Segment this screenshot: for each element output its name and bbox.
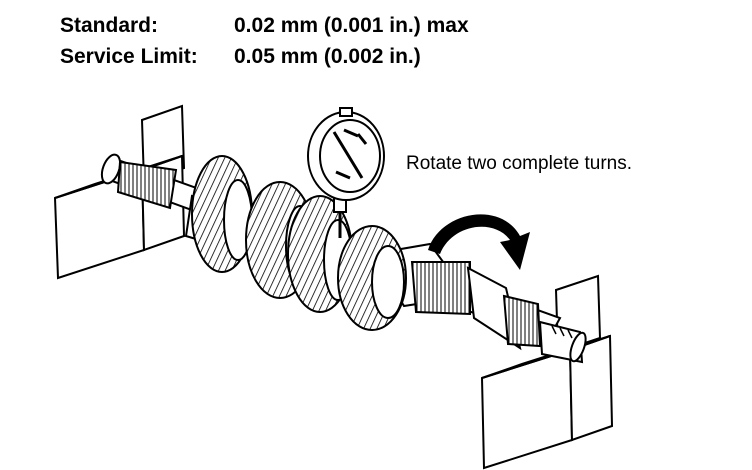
standard-value: 0.02 mm (0.001 in.) max: [234, 14, 469, 37]
service-limit-value: 0.05 mm (0.002 in.): [234, 45, 421, 68]
service-limit-label: Service Limit:: [60, 45, 198, 68]
rotate-instruction-label: Rotate two complete turns.: [406, 153, 632, 174]
dial-indicator-icon: [307, 107, 385, 238]
gear-1: [191, 155, 253, 273]
gear-3: [287, 195, 353, 313]
standard-label: Standard:: [60, 14, 159, 37]
right-v-block: [480, 274, 614, 470]
gear-4: [337, 225, 407, 331]
rotation-arrow-icon: [428, 214, 530, 270]
